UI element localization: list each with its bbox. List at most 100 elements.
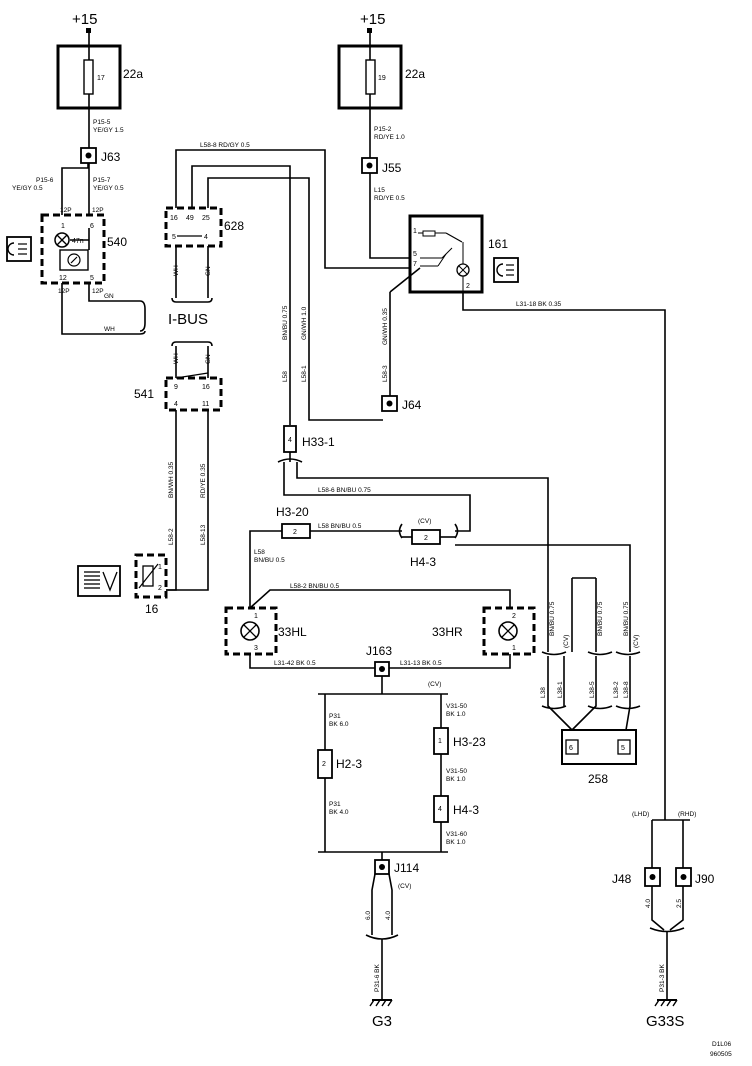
g3-size-b: 4.0 <box>385 911 392 920</box>
doc-id-line1: D1L06 <box>712 1041 732 1048</box>
label-lhd: (LHD) <box>632 811 649 818</box>
wire-p15-2-spec: RD/YE 1.0 <box>374 134 405 141</box>
splice-j163-label: J163 <box>366 644 392 658</box>
wire-wh-628: WH <box>173 265 180 276</box>
c541-pin4: 4 <box>174 401 178 408</box>
wire-v31-50b-spec: BK 1.0 <box>446 776 466 783</box>
c628-pin25: 25 <box>202 215 210 222</box>
wire-bnwh-spec: BN/WH 0.35 <box>168 461 175 498</box>
c541-pin11: 11 <box>202 401 209 408</box>
wire-l58-6: L58-6 BN/BU 0.75 <box>318 487 371 494</box>
splice-j163: J163 <box>366 644 392 677</box>
c33hl-pin1: 1 <box>254 613 258 620</box>
splice-j55: J55 <box>361 157 402 175</box>
ground-g3-label: G3 <box>372 1013 392 1030</box>
wire-l58-h3-20: L58 BN/BU 0.5 <box>318 523 362 530</box>
h4-3-top-pin: 2 <box>424 535 428 542</box>
wire-h33-l58-1: L58-1 <box>301 365 308 382</box>
c540-pin6: 6 <box>90 223 94 230</box>
c258-pin5: 5 <box>621 745 625 752</box>
wire-l58-2-bnwh: L58-2 <box>168 528 175 545</box>
wire-l58-h3-20-vert: L58 <box>254 549 265 556</box>
wire-wh-540: WH <box>104 326 115 333</box>
component-540-label: 540 <box>107 235 127 249</box>
wire-l15: L15 <box>374 187 385 194</box>
wire-bnbu-075c: BN/BU 0.75 <box>623 601 630 636</box>
connector-h4-3-bottom-label: H4-3 <box>453 803 479 817</box>
c540-bulb-label: 47n <box>72 238 84 245</box>
c540-pin1: 1 <box>61 223 65 230</box>
ground-g33s-label: G33S <box>646 1013 684 1030</box>
wire-p31-top-spec: BK 6.0 <box>329 721 349 728</box>
wire-258-cv-b: (CV) <box>633 635 640 648</box>
wire-v31-50b: V31-50 <box>446 768 467 775</box>
component-161: 1 5 7 2 161 <box>408 214 508 294</box>
wire-p31-top: P31 <box>329 713 341 720</box>
g3-size-a: 6.0 <box>365 911 372 920</box>
wire-l38-1: L38-1 <box>557 681 564 698</box>
wire-h33-l58: L58 <box>282 371 289 382</box>
c540-12p-br: 12P <box>92 288 104 295</box>
wire-bnbu-075a: BN/BU 0.75 <box>549 601 556 636</box>
h3-23-pin: 1 <box>438 738 442 745</box>
c628-pin49: 49 <box>186 215 194 222</box>
supply-left-label: +15 <box>72 11 97 28</box>
ibus-label: I-BUS <box>168 311 208 328</box>
fuse-19-number: 19 <box>378 75 386 82</box>
wire-gn-628: GN <box>205 266 212 276</box>
g33s-size-b: 2.5 <box>676 899 683 908</box>
lamp-33hl: 1 3 33HL <box>224 606 307 656</box>
component-541: 9 16 4 11 541 <box>134 372 223 412</box>
doc-id-line2: 960505 <box>710 1051 732 1058</box>
wire-l31-18: L31-18 BK 0.35 <box>516 301 562 308</box>
component-541-label: 541 <box>134 387 154 401</box>
wire-rdye-spec: RD/YE 0.35 <box>200 463 207 498</box>
h3-20-pin: 2 <box>293 529 297 536</box>
lamp-33hl-label: 33HL <box>278 625 307 639</box>
wire-p15-6: P15-6 <box>36 177 54 184</box>
splice-j48: J48 <box>612 867 661 887</box>
wire-p15-5-spec: YE/GY 1.5 <box>93 127 124 134</box>
splice-j64: J64 <box>381 395 422 412</box>
wire-p31-bot-spec: BK 4.0 <box>329 809 349 816</box>
wire-bnbu-075b: BN/BU 0.75 <box>597 601 604 636</box>
headlamp-icon <box>493 257 519 283</box>
supply-right: +15 <box>360 11 385 46</box>
wire-p15-7-spec: YE/GY 0.5 <box>93 185 124 192</box>
j163-cv: (CV) <box>428 681 441 688</box>
g33s-size-a: 4.0 <box>645 899 652 908</box>
fuse-box-22a-left: 17 22a <box>56 44 143 148</box>
wire-l15-spec: RD/YE 0.5 <box>374 195 405 202</box>
wire-h33-bnbu: BN/BU 0.75 <box>282 305 289 340</box>
ground-g3: G3 <box>369 999 393 1030</box>
splice-j63-label: J63 <box>101 150 121 164</box>
connector-h3-23-label: H3-23 <box>453 735 486 749</box>
connector-h3-20-label: H3-20 <box>276 505 309 519</box>
label-rhd: (RHD) <box>678 811 696 818</box>
c541-pin16: 16 <box>202 384 210 391</box>
h4-3-bottom-pin: 4 <box>438 806 442 813</box>
wire-wh-541: WH <box>173 353 180 364</box>
wire-v31-50a-spec: BK 1.0 <box>446 711 466 718</box>
wire-l31-13: L31-13 BK 0.5 <box>400 660 442 667</box>
c161-pin1: 1 <box>413 228 417 235</box>
splice-j114-label: J114 <box>394 861 419 875</box>
wire-p15-6-spec: YE/GY 0.5 <box>12 185 43 192</box>
fuse-box-22a-right: 19 22a <box>337 44 425 158</box>
instrument-lighting-icon <box>6 236 32 262</box>
c161-pin5: 5 <box>413 251 417 258</box>
splice-j63: J63 <box>80 147 121 164</box>
wire-v31-60: V31-60 <box>446 831 467 838</box>
component-258: 6 5 258 <box>561 729 637 786</box>
component-16: 1 2 16 <box>134 553 168 616</box>
c628-pin4: 4 <box>204 234 208 241</box>
c16-pin2: 2 <box>158 585 162 592</box>
splice-j64-label: J64 <box>402 398 422 412</box>
wire-j64-gnwh: GN/WH 0.35 <box>382 308 389 345</box>
connector-h4-3-bottom: 4 H4-3 <box>433 795 479 823</box>
lamp-33hr-label: 33HR <box>432 625 463 639</box>
wire-gn-540: GN <box>104 293 114 300</box>
connector-h3-23: 1 H3-23 <box>433 727 486 755</box>
fuse-box-22a-right-label: 22a <box>405 67 425 81</box>
component-628: 16 49 25 5 4 628 <box>164 206 244 248</box>
